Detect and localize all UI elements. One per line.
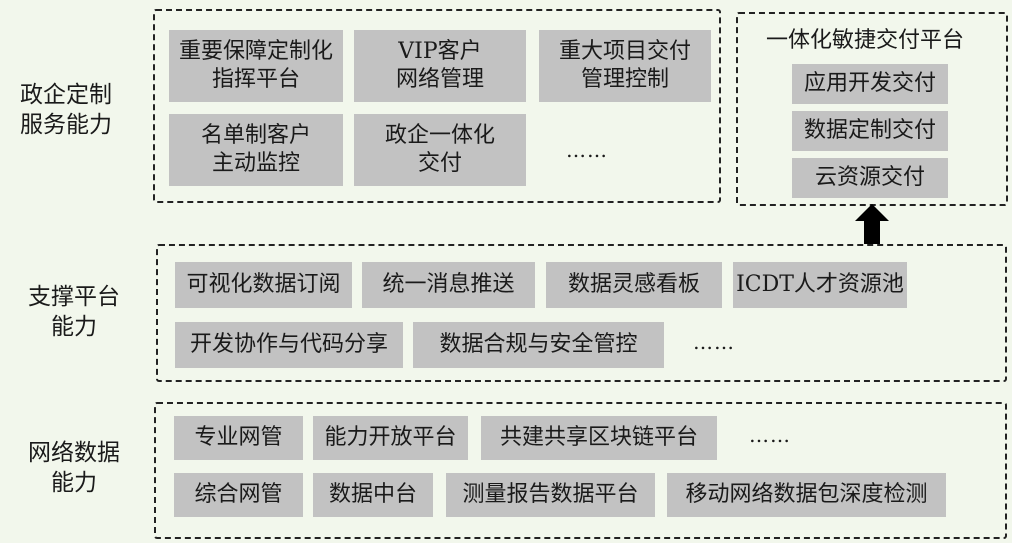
support-item-code-share: 开发协作与代码分享 <box>175 322 403 368</box>
network-ellipsis: …… <box>749 423 791 447</box>
support-section-label: 支撑平台 能力 <box>28 284 120 340</box>
network-item-open-platform: 能力开放平台 <box>313 416 468 460</box>
support-section-frame <box>156 244 1007 382</box>
network-section-label: 网络数据 能力 <box>28 440 120 496</box>
network-item-dpi: 移动网络数据包深度检测 <box>667 473 946 517</box>
up-arrow-icon <box>855 204 889 244</box>
network-item-pro-nms: 专业网管 <box>174 416 303 460</box>
delivery-item-app-dev: 应用开发交付 <box>792 64 948 104</box>
gov-item-command-platform: 重要保障定制化 指挥平台 <box>169 30 343 102</box>
network-item-data-middle: 数据中台 <box>313 473 433 517</box>
gov-item-vip-network: VIP客户 网络管理 <box>354 30 526 102</box>
support-ellipsis: …… <box>693 330 735 354</box>
network-section-frame <box>154 402 1007 539</box>
gov-item-customer-monitor: 名单制客户 主动监控 <box>169 114 343 186</box>
gov-item-project-delivery: 重大项目交付 管理控制 <box>539 30 711 102</box>
network-item-mr-platform: 测量报告数据平台 <box>446 473 655 517</box>
support-item-data-board: 数据灵感看板 <box>546 262 722 308</box>
gov-ellipsis: …… <box>566 138 608 162</box>
support-item-message-push: 统一消息推送 <box>362 262 535 308</box>
gov-section-frame <box>153 9 721 203</box>
network-item-blockchain: 共建共享区块链平台 <box>481 416 717 460</box>
support-item-visual-subscribe: 可视化数据订阅 <box>175 262 352 308</box>
support-item-compliance: 数据合规与安全管控 <box>413 322 664 368</box>
network-item-integrated-nms: 综合网管 <box>174 473 303 517</box>
delivery-item-data-custom: 数据定制交付 <box>792 111 948 151</box>
support-item-talent-pool: ICDT人才资源池 <box>733 262 907 308</box>
gov-section-label: 政企定制 服务能力 <box>20 82 112 138</box>
delivery-item-cloud: 云资源交付 <box>792 158 948 198</box>
gov-item-integrated-delivery: 政企一体化 交付 <box>354 114 526 186</box>
delivery-section-title: 一体化敏捷交付平台 <box>766 28 965 53</box>
